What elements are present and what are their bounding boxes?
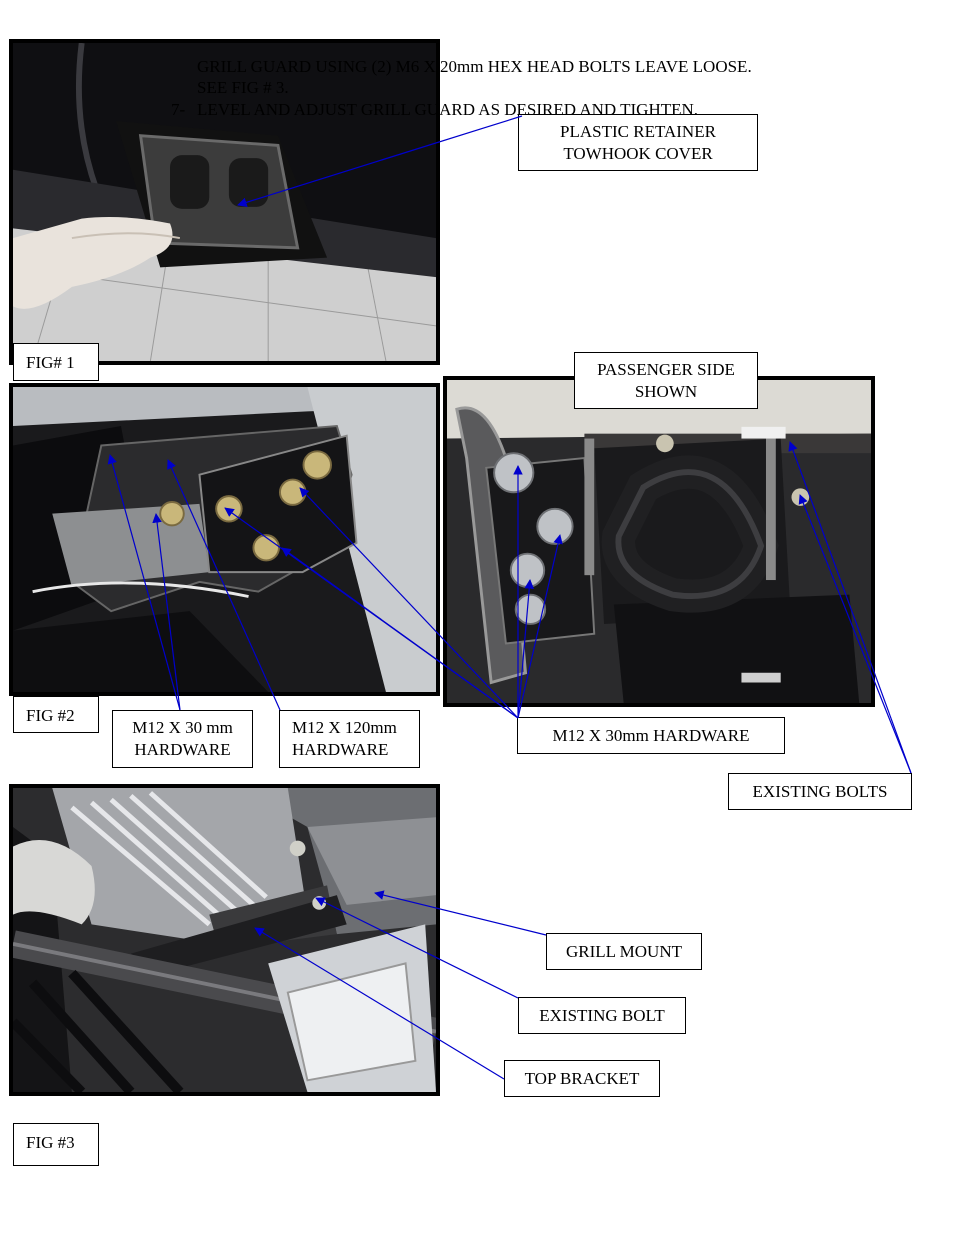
step-7-number: 7-	[171, 100, 186, 119]
callout-grill-mount: GRILL MOUNT	[546, 933, 702, 970]
instruction-line-2: SEE FIG # 3.	[197, 78, 289, 97]
callout-m12x120-hardware: M12 X 120mm HARDWARE	[279, 710, 420, 768]
callout-plastic-retainer: PLASTIC RETAINER TOWHOOK COVER	[518, 114, 758, 171]
fig2-photo-left	[9, 383, 440, 696]
callout-existing-bolts: EXISTING BOLTS	[728, 773, 912, 810]
callout-m12x30mm-hardware: M12 X 30mm HARDWARE	[517, 717, 785, 754]
callout-existing-bolt: EXISTING BOLT	[518, 997, 686, 1034]
fig2-photo-right	[443, 376, 875, 707]
callout-passenger-side: PASSENGER SIDE SHOWN	[574, 352, 758, 409]
callout-top-bracket: TOP BRACKET	[504, 1060, 660, 1097]
callout-m12x30-hardware: M12 X 30 mm HARDWARE	[112, 710, 253, 768]
fig3-label: FIG #3	[13, 1123, 99, 1166]
fig1-label: FIG# 1	[13, 343, 99, 381]
fig3-photo	[9, 784, 440, 1096]
fig2-label: FIG #2	[13, 696, 99, 733]
fig1-photo	[9, 39, 440, 365]
instruction-line-1: GRILL GUARD USING (2) M6 X 20mm HEX HEAD…	[197, 57, 752, 76]
